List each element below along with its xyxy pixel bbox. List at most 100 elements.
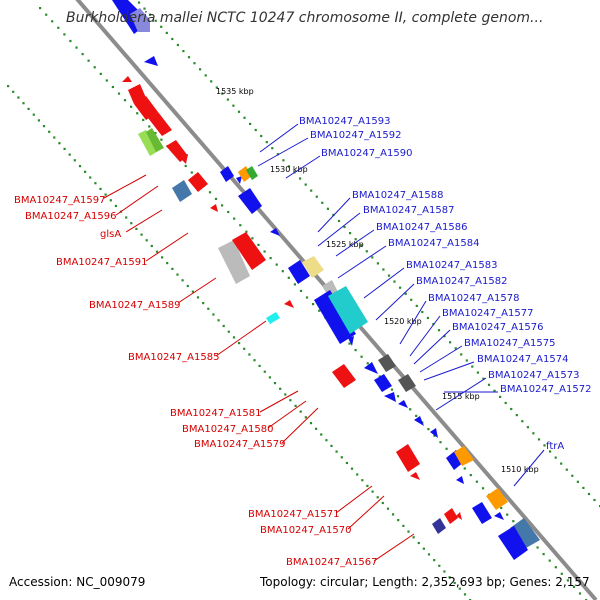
ruler-dot [186,284,189,288]
leader-line [125,209,163,233]
gene-label[interactable]: BMA10247_A1570 [260,525,351,536]
ruler-dot [565,468,568,471]
gene-label[interactable]: BMA10247_A1580 [182,424,273,435]
gene-feature[interactable] [148,112,172,136]
gene-feature[interactable] [188,172,208,192]
leader-line [335,485,373,514]
ruler-dot [137,1,141,4]
gene-feature[interactable] [414,416,424,426]
gene-feature[interactable] [284,300,294,308]
gene-feature[interactable] [498,526,528,560]
gene-feature[interactable] [396,444,420,472]
gene-label[interactable]: BMA10247_A1567 [286,557,377,568]
gene-label[interactable]: BMA10247_A1573 [488,370,579,381]
gene-label[interactable]: BMA10247_A1590 [321,148,412,159]
gene-label[interactable]: BMA10247_A1597 [14,195,105,206]
gene-feature[interactable] [456,512,462,520]
gene-label[interactable]: BMA10247_A1572 [500,384,591,395]
gene-label[interactable]: BMA10247_A1587 [363,205,454,216]
gene-label[interactable]: BMA10247_A1585 [128,352,219,363]
gene-feature[interactable] [430,428,438,438]
gene-feature[interactable] [322,280,338,296]
gene-label[interactable]: BMA10247_A1588 [352,190,443,201]
gene-label[interactable]: BMA10247_A1578 [428,293,519,304]
ruler-dot [222,324,225,328]
gene-feature[interactable] [144,56,158,66]
ruler-dot [294,404,297,407]
gene-feature[interactable] [398,374,416,392]
gene-label[interactable]: BMA10247_A1592 [310,130,401,141]
gene-feature[interactable] [378,354,396,372]
gene-feature[interactable] [232,232,266,270]
gene-feature[interactable] [472,502,492,524]
gene-label[interactable]: BMA10247_A1593 [299,116,390,127]
gene-feature[interactable] [444,508,458,524]
ruler-dot [382,268,385,271]
gene-label[interactable]: BMA10247_A1574 [477,354,568,365]
leader-line [337,245,387,279]
gene-feature[interactable] [146,128,164,152]
gene-feature[interactable] [270,228,280,236]
gene-label[interactable]: BMA10247_A1582 [416,276,507,287]
gene-feature[interactable] [374,374,392,392]
gene-feature[interactable] [494,512,504,520]
ruler-dot [458,587,461,590]
ruler-dot [181,279,184,282]
ruler-dot [554,566,557,569]
gene-feature[interactable] [302,256,324,278]
ruler-dot [320,433,323,436]
gene-feature[interactable] [348,336,354,346]
gene-feature[interactable] [332,364,356,388]
gene-label[interactable]: glsA [100,229,121,240]
gene-label[interactable]: BMA10247_A1583 [406,260,497,271]
gene-feature[interactable] [138,130,160,156]
gene-feature[interactable] [364,362,378,374]
gene-label[interactable]: BMA10247_A1571 [248,509,339,520]
gene-label[interactable]: BMA10247_A1596 [25,211,116,222]
gene-label[interactable]: ftrA [546,441,564,452]
gene-feature[interactable] [266,312,280,324]
gene-label[interactable]: BMA10247_A1584 [388,238,479,249]
gene-feature[interactable] [218,240,250,284]
gene-label[interactable]: BMA10247_A1577 [442,308,533,319]
ruler-dot [190,171,193,174]
gene-feature[interactable] [510,518,540,548]
gene-feature[interactable] [314,290,356,344]
ruler-dot [154,19,157,22]
ruler-dot [512,520,515,523]
gene-feature[interactable] [238,166,252,182]
gene-feature[interactable] [432,518,446,534]
gene-label[interactable]: BMA10247_A1591 [56,257,147,268]
ruler-dot [443,570,446,573]
gene-feature[interactable] [172,180,192,202]
gene-feature[interactable] [410,472,420,480]
gene-feature[interactable] [398,400,408,408]
ruler-dot [287,276,290,279]
gene-feature[interactable] [178,154,188,164]
gene-feature[interactable] [456,476,464,484]
gene-feature[interactable] [122,76,132,82]
gene-feature[interactable] [238,188,262,214]
ruler-dot [376,496,379,499]
gene-feature[interactable] [220,166,234,182]
gene-label[interactable]: BMA10247_A1575 [464,338,555,349]
gene-feature[interactable] [288,260,310,284]
gene-feature[interactable] [130,8,150,32]
ruler-dot [63,147,66,150]
gene-feature[interactable] [454,446,474,466]
gene-feature[interactable] [328,286,368,334]
gene-feature[interactable] [246,166,258,180]
gene-feature[interactable] [486,488,508,510]
gene-feature[interactable] [134,96,158,120]
gene-label[interactable]: BMA10247_A1586 [376,222,467,233]
gene-label[interactable]: BMA10247_A1576 [452,322,543,333]
gene-feature[interactable] [236,176,242,184]
leader-line [375,283,415,321]
gene-label[interactable]: BMA10247_A1581 [170,408,261,419]
gene-label[interactable]: BMA10247_A1579 [194,439,285,450]
ruler-dot [500,506,503,510]
gene-feature[interactable] [446,450,464,470]
gene-feature[interactable] [210,204,218,212]
gene-label[interactable]: BMA10247_A1589 [89,300,180,311]
gene-feature[interactable] [384,392,396,402]
